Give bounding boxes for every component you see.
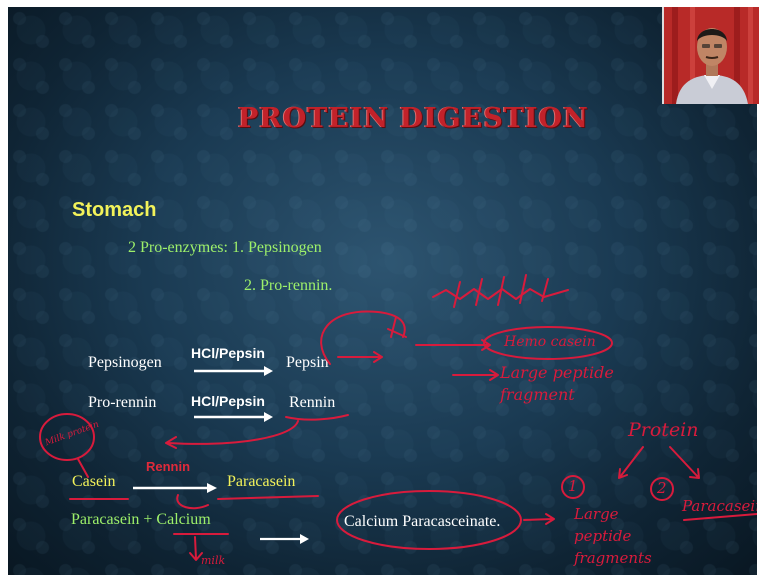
ink-hemo-casein: Hemo casein [504,334,596,350]
ink-milk: milk [201,554,226,567]
reaction4-product: Calcium Paracasceinate. [344,513,501,530]
reaction1-product: Pepsin [286,354,329,371]
pro-enzymes-line-2: 2. Pro-rennin. [244,277,333,294]
reaction2-substrate: Pro-rennin [88,394,157,411]
reaction1-substrate: Pepsinogen [88,354,162,371]
reaction3-substrate: Casein [72,473,116,490]
presenter-webcam [662,7,759,104]
section-heading: Stomach [72,199,157,221]
ink-large-peptide-fragments: Large peptide fragments [574,505,652,567]
reaction2-product: Rennin [289,394,336,411]
ink-number-1: 1 [568,477,578,495]
reaction3-arrow-icon [133,483,217,493]
reaction3-catalyst: Rennin [146,459,191,474]
reaction4-reactants: Paracasein + Calcium [71,511,211,528]
slide-title: PROTEIN DIGESTION [238,103,589,134]
reaction4-arrow-icon [260,534,309,544]
damask-background [8,7,757,575]
reaction1-arrow-icon [194,366,273,376]
presenter-image [664,7,759,104]
ink-number-2: 2 [657,479,667,497]
ink-large-peptide-fragment: Large peptide fragment [500,363,614,404]
reaction2-catalyst: HCl/Pepsin [191,393,265,409]
pro-enzymes-line-1: 2 Pro-enzymes: 1. Pepsinogen [128,239,322,256]
reaction2-arrow-icon [194,412,273,422]
ink-protein: Protein [628,419,699,441]
reaction1-catalyst: HCl/Pepsin [191,345,265,361]
ink-paracasein: Paracasein [682,497,757,515]
lecture-slide: PROTEIN DIGESTION Stomach 2 Pro-enzymes:… [8,7,757,575]
reaction3-product: Paracasein [227,473,296,490]
